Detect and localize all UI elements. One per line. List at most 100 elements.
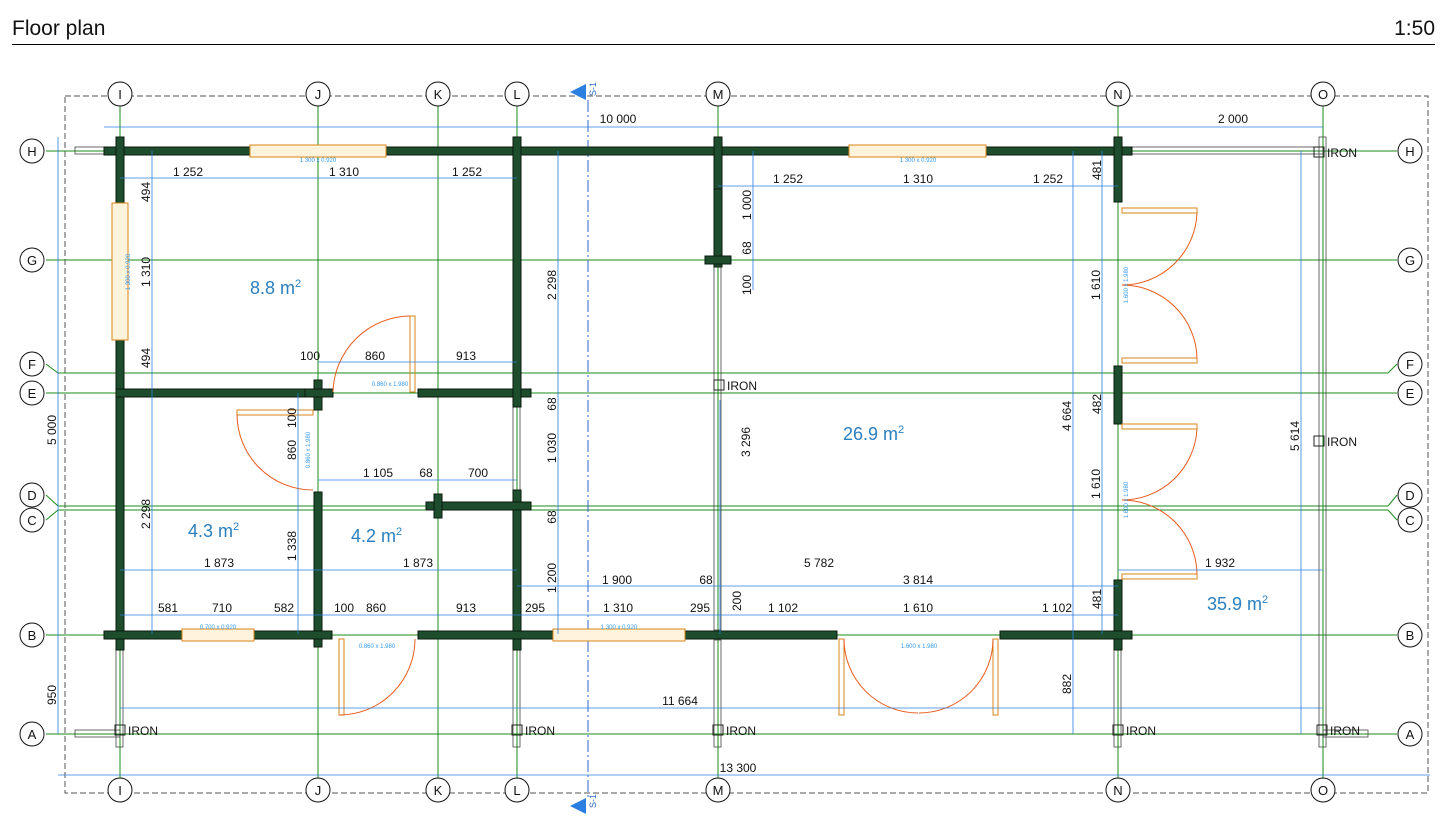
axis-label: D [1405,488,1414,503]
axis-label: A [1406,727,1415,742]
iron-marker: IRON [1313,146,1357,160]
axis-label: H [1405,144,1414,159]
door-label: 1.600 x 1.980 [1124,481,1130,518]
axis-label: G [27,253,37,268]
dimension-text: 1 310 [329,165,359,179]
dimension-text: 1 252 [173,165,203,179]
dimension-text: 3 296 [739,427,753,457]
dimension-text: 950 [45,685,59,705]
dimension-text: 68 [545,397,559,411]
dimension-text: 100 [300,349,320,363]
dimension-text: 860 [366,601,386,615]
axis-label: B [28,628,37,643]
dimension-text: 5 782 [804,556,834,570]
dimension-text: 481 [1090,160,1104,180]
section-arrow-icon [570,84,586,100]
dimension-text: 1 338 [285,531,299,561]
dimension-text: 13 300 [720,761,757,775]
iron-marker: IRON [1316,724,1360,738]
dimension-text: 295 [690,601,710,615]
iron-markers: IRON IRON IRON IRON IRON IRON IRON IRON [114,146,1360,738]
dimension-text: 100 [334,601,354,615]
section-mark-bottom: S-1 [588,794,598,808]
window-label: 0.700 x 0.920 [200,625,237,631]
room-area-label: 4.2 m2 [351,526,402,546]
dimension-text: 494 [139,348,153,368]
dimension-text: 700 [468,466,488,480]
axis-label: N [1113,783,1122,798]
axis-bubbles [19,81,1423,803]
dimension-text: 1 102 [768,601,798,615]
dimension-text: 2 298 [545,270,559,300]
dimension-text: 1 102 [1042,601,1072,615]
svg-text:IRON: IRON [1126,724,1156,738]
dimension-texts: 10 000 2 000 1 252 1 310 1 252 1 252 1 3… [45,112,1302,775]
dimension-text: 1 105 [363,466,393,480]
dimension-text: 860 [285,440,299,460]
axis-label: L [513,87,520,102]
doors [236,207,1198,716]
axis-label: L [513,783,520,798]
axis-label: I [118,87,122,102]
svg-text:IRON: IRON [726,724,756,738]
dimension-text: 581 [158,601,178,615]
window-labels: 1 300 x 0.920 1 300 x 0.920 1 300 x 0.92… [126,158,937,631]
dimension-text: 100 [740,275,754,295]
svg-text:IRON: IRON [1327,435,1357,449]
axis-label: F [28,357,36,372]
dimension-text: 1 610 [1089,469,1103,499]
window-label: 1 300 x 0.920 [601,625,638,631]
dimension-text: 2 298 [139,499,153,529]
dimension-text: 11 664 [662,694,698,708]
axis-labels: I J K L M N O I J K L M N O H G F E D C … [27,87,1415,798]
dimension-text: 5 000 [45,415,59,445]
dimension-text: 481 [1090,589,1104,609]
svg-text:IRON: IRON [1327,146,1357,160]
dimension-text: 68 [545,510,559,524]
drawing-title: Floor plan [12,17,106,40]
iron-marker: IRON [713,379,757,393]
axis-label: O [1318,87,1328,102]
dimension-text: 68 [740,241,754,255]
dimension-text: 1 900 [602,573,632,587]
site-boundary [64,95,1429,794]
dimension-text: 100 [285,408,299,428]
dimension-text: 710 [212,601,232,615]
axis-label: B [1406,628,1415,643]
dimension-text: 1 610 [903,601,933,615]
dimension-text: 1 200 [545,563,559,593]
grid-line-f [45,363,1398,374]
door-label: 1.600 x 1.980 [901,644,938,650]
door-label: 0.860 x 1.980 [359,644,396,650]
dimension-text: 913 [456,349,476,363]
dimension-text: 10 000 [600,112,637,126]
dimension-text: 1 310 [603,601,633,615]
axis-label: O [1318,783,1328,798]
room-area-label: 35.9 m2 [1207,594,1268,614]
window-label: 1 300 x 0.920 [300,158,337,164]
dimension-text: 1 000 [740,190,754,220]
drawing-scale: 1:50 [1394,17,1435,40]
axis-label: J [315,87,322,102]
door-label: 0.860 x 1.980 [372,382,409,388]
axis-label: N [1113,87,1122,102]
dimension-text: 4 664 [1060,401,1074,431]
axis-label: D [27,488,36,503]
dimension-text: 1 610 [1089,270,1103,300]
svg-text:IRON: IRON [525,724,555,738]
dimension-text: 1 932 [1205,556,1235,570]
axis-label: A [28,727,37,742]
axis-label: G [1405,253,1415,268]
dimension-text: 68 [419,466,433,480]
axis-label: C [27,513,36,528]
iron-marker: IRON [712,724,756,738]
dimension-text: 1 252 [1033,172,1063,186]
room-area-label: 4.3 m2 [188,521,239,541]
title-bar: Floor plan 1:50 [12,14,1435,45]
room-area-label: 26.9 m2 [843,424,904,444]
dimension-text: 3 814 [903,573,933,587]
dimension-text: 1 252 [452,165,482,179]
room-area-label: 8.8 m2 [250,278,301,298]
axis-label: M [713,783,724,798]
